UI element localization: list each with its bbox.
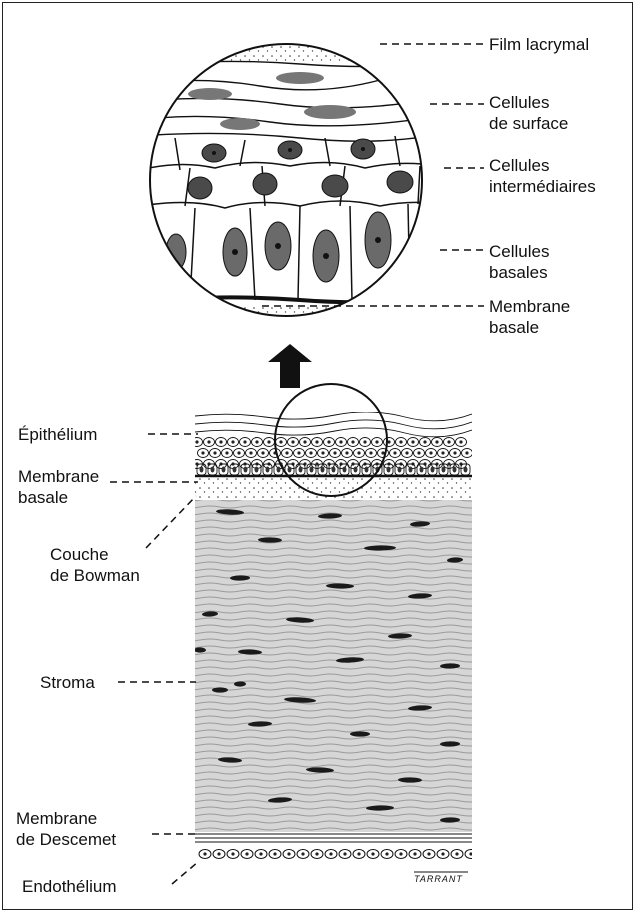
label-cellules-basales: Cellules basales [489,241,549,283]
svg-text:TARRANT: TARRANT [414,874,463,884]
artist-signature: TARRANT [414,872,468,884]
label-endothelium: Endothélium [22,876,117,897]
label-cellules-intermediaires: Cellules intermédiaires [489,155,596,197]
label-membrane-basale-zoom: Membrane basale [489,296,570,338]
label-cellules-surface: Cellules de surface [489,92,568,134]
label-membrane-descemet: Membrane de Descemet [16,808,116,850]
label-stroma: Stroma [40,672,95,693]
label-epithelium: Épithélium [18,424,97,445]
zoom-arrow-icon [268,344,312,388]
label-couche-bowman: Couche de Bowman [50,544,140,586]
label-film-lacrymal: Film lacrymal [489,34,589,55]
cornea-cross-section [192,412,478,862]
magnified-epithelium [140,40,443,334]
label-membrane-basale: Membrane basale [18,466,99,508]
